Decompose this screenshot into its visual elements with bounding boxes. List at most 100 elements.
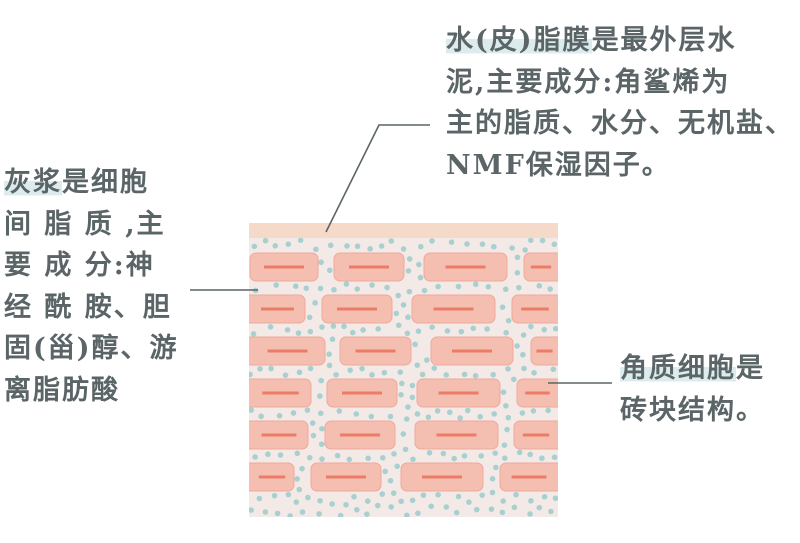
lipid-dot: [443, 372, 450, 378]
lipid-dot: [409, 497, 416, 504]
lipid-dot: [541, 494, 548, 500]
annotation-text: 泥,主要成分:角鲨烯为: [446, 66, 731, 98]
annotation-text: 要 成 分:神: [4, 250, 155, 281]
lipid-dot: [285, 491, 292, 498]
mortar-annotation: 灰浆是细胞 间 脂 质 ,主 要 成 分:神 经 酰 胺、胆 固(甾)醇、游 离…: [4, 162, 179, 411]
lipid-dot: [500, 389, 507, 396]
lipid-dot: [387, 413, 394, 420]
lipid-dot: [388, 504, 394, 510]
lipid-dot: [435, 283, 441, 290]
lipid-dot: [349, 329, 356, 336]
lipid-dot: [499, 304, 506, 310]
lipid-dot: [393, 310, 400, 317]
lipid-dot: [343, 501, 349, 508]
lipid-dot: [414, 362, 421, 368]
lipid-dot: [461, 453, 468, 459]
lipid-dot: [551, 241, 558, 248]
lipid-dot: [448, 239, 455, 245]
lipid-dot: [304, 407, 311, 413]
lipid-dot: [271, 492, 278, 499]
brick-nucleus: [438, 391, 479, 395]
lipid-dot: [344, 243, 350, 249]
lipid-dot: [539, 455, 545, 462]
lipid-dot: [397, 369, 404, 375]
lipid-dot: [552, 495, 558, 502]
lipid-dot: [415, 510, 421, 517]
lipid-dot: [503, 329, 509, 336]
lipid-dot: [252, 454, 258, 460]
lipid-dot: [306, 454, 313, 461]
lipid-dot: [522, 247, 528, 253]
brick-nucleus: [349, 265, 389, 269]
lipid-dot: [503, 403, 509, 409]
lipid-dot: [414, 411, 421, 417]
lipid-dot: [528, 323, 534, 330]
lipid-dot: [478, 453, 484, 459]
lipid-dot: [319, 456, 325, 462]
lipid-dot: [415, 328, 422, 334]
lipid-dot: [505, 317, 512, 324]
lipid-dot: [504, 426, 510, 433]
lipid-dot: [293, 499, 300, 505]
lipid-dot: [516, 449, 523, 456]
lipid-dot: [359, 365, 365, 372]
lipid-dot: [318, 441, 325, 448]
lipid-dot: [409, 382, 416, 389]
lipid-dot: [466, 499, 472, 505]
lipid-dot: [403, 512, 410, 517]
annotation-text: 固(甾)醇、游: [4, 333, 179, 364]
lipid-dot: [551, 454, 558, 461]
annotation-text: 离脂肪酸: [4, 374, 120, 406]
lipid-dot: [284, 327, 291, 333]
lipid-dot: [257, 365, 263, 372]
lipid-dot: [539, 238, 546, 244]
brick-nucleus: [521, 307, 549, 311]
lipid-dot: [457, 415, 463, 421]
lipid-dot: [514, 343, 520, 349]
lipid-dot: [285, 241, 292, 248]
lipid-dot: [502, 286, 509, 293]
lipid-dot: [307, 328, 314, 335]
mortar-term: 灰浆: [4, 167, 62, 198]
lipid-dot: [374, 502, 381, 509]
lipid-dot: [282, 372, 289, 378]
corneocyte-bricks: [249, 252, 558, 492]
lipid-dot: [536, 504, 543, 511]
brick-nucleus: [262, 391, 299, 395]
lipid-dot: [329, 501, 335, 507]
brick-nucleus: [326, 475, 366, 479]
brick-nucleus: [261, 307, 294, 311]
lipid-dot: [313, 246, 319, 253]
lipid-dot: [520, 332, 527, 338]
lipid-dot: [388, 238, 395, 244]
lipid-dot: [552, 325, 558, 332]
lipid-dot: [382, 468, 388, 475]
lipid-dot: [527, 238, 534, 244]
brick-nucleus: [355, 349, 396, 353]
lipid-dot: [326, 362, 333, 369]
annotation-text: 主的脂质、水分、无机盐、: [446, 108, 794, 139]
lipid-dot: [429, 324, 435, 330]
lipid-dot: [330, 323, 337, 329]
lipid-dot: [341, 323, 347, 330]
lipid-dot: [501, 455, 508, 461]
lipid-dot: [455, 493, 462, 500]
lipid-dot: [272, 242, 278, 249]
corneocytes-term: 角质细胞: [620, 353, 736, 384]
lipid-dot: [295, 330, 302, 336]
brick-nucleus: [525, 391, 550, 395]
lipid-dot: [317, 497, 323, 504]
lipid-dot: [379, 491, 386, 497]
lipid-dot: [354, 506, 360, 513]
lipid-dot: [312, 300, 318, 306]
lipid-dot: [316, 511, 322, 517]
lipid-dot: [369, 282, 375, 288]
lipid-dot: [409, 394, 416, 401]
lipid-dot: [249, 371, 253, 378]
lipid-dot: [406, 256, 413, 262]
lipid-dot: [527, 511, 533, 517]
lipid-dot: [455, 283, 462, 290]
brick-nucleus: [264, 265, 304, 269]
